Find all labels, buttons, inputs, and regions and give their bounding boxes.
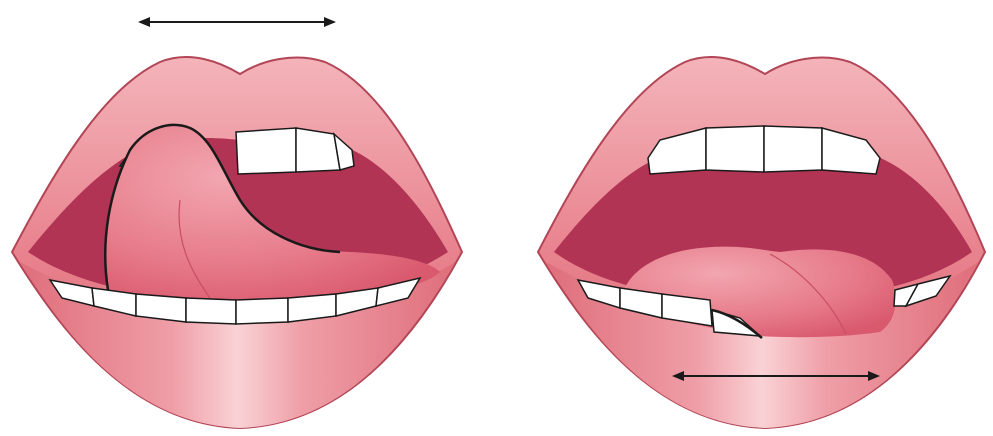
- left-mouth: [12, 22, 462, 428]
- right-mouth: [538, 57, 985, 428]
